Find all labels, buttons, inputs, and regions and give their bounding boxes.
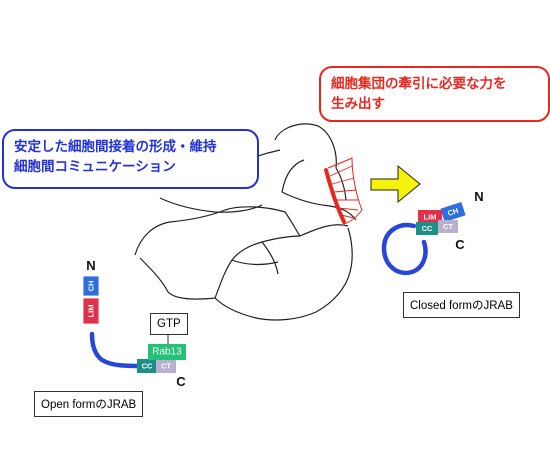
cell-outline: [214, 235, 301, 299]
cell-outline: [134, 209, 226, 256]
closed-form-ch-label: CH: [446, 206, 459, 218]
closed-form-cc-label: CC: [422, 224, 433, 233]
open-form-cc-domain: CC: [137, 359, 157, 373]
cell-outline: [139, 257, 216, 300]
open-form-cc-label: CC: [142, 362, 153, 371]
gtp-box: GTP: [150, 313, 188, 335]
rab13-label: Rab13: [152, 347, 182, 358]
stable-adhesion-callout: 安定した細胞間接着の形成・維持 細胞間コミュニケーション: [2, 129, 259, 189]
closed-form-ct-label: CT: [443, 222, 453, 231]
cell-outline: [224, 206, 301, 237]
open-form-c-terminus: C: [176, 374, 186, 389]
lamellipodium-ray: [337, 207, 359, 211]
closed-form-ch-domain: CH: [440, 201, 466, 223]
closed-form-caption: Closed formのJRAB: [403, 292, 520, 318]
cell-outline: [281, 159, 305, 193]
open-form-ch-domain: CH: [82, 275, 100, 297]
closed-form-n-terminus: N: [474, 189, 483, 204]
callout-line: 安定した細胞間接着の形成・維持: [14, 139, 217, 155]
open-form-linker: [89, 331, 151, 369]
cell-outline: [274, 123, 337, 169]
open-form-n-terminus: N: [86, 258, 95, 273]
migration-arrow: [370, 164, 421, 204]
open-form-caption: Open formのJRAB: [34, 391, 144, 417]
open-form-lim-domain: LIM: [82, 297, 100, 325]
closed-form-lim-domain: LIM: [418, 210, 442, 224]
cell-outline: [261, 241, 279, 275]
callout-line: 細胞間コミュニケーション: [14, 159, 176, 175]
collective-migration-callout: 細胞集団の牽引に必要な力を 生み出す: [319, 66, 550, 122]
lamellipodium: [324, 157, 363, 225]
lamellipodium-ray: [329, 165, 353, 177]
callout-line: 細胞集団の牽引に必要な力を: [331, 76, 507, 92]
lamellipodium-ray: [333, 189, 357, 193]
cell-outline: [299, 224, 349, 237]
rab13-box: Rab13: [148, 344, 186, 360]
open-form-ch-label: CH: [87, 281, 96, 292]
closed-form-c-terminus: C: [455, 237, 465, 252]
cell-outline: [231, 259, 279, 266]
closed-form-loop: [381, 222, 428, 276]
closed-form-ct-domain: CT: [438, 220, 458, 233]
closed-form-cc-domain: CC: [416, 222, 438, 235]
cell-outline: [214, 227, 353, 321]
open-form-ct-label: CT: [161, 362, 171, 371]
lamellipodium-ray: [340, 214, 355, 219]
callout-line: 生み出す: [331, 96, 385, 112]
cell-sheet: [134, 123, 357, 321]
open-form-ct-domain: CT: [156, 359, 176, 373]
open-form-lim-label: LIM: [87, 305, 96, 318]
closed-form-lim-label: LIM: [424, 213, 437, 222]
lamellipodium-edge: [324, 168, 346, 224]
lamellipodium-ray: [331, 177, 355, 185]
cell-outline: [281, 191, 357, 221]
cell-outline: [335, 167, 347, 201]
cell-outline: [159, 197, 263, 213]
lamellipodium-fan: [327, 157, 363, 225]
